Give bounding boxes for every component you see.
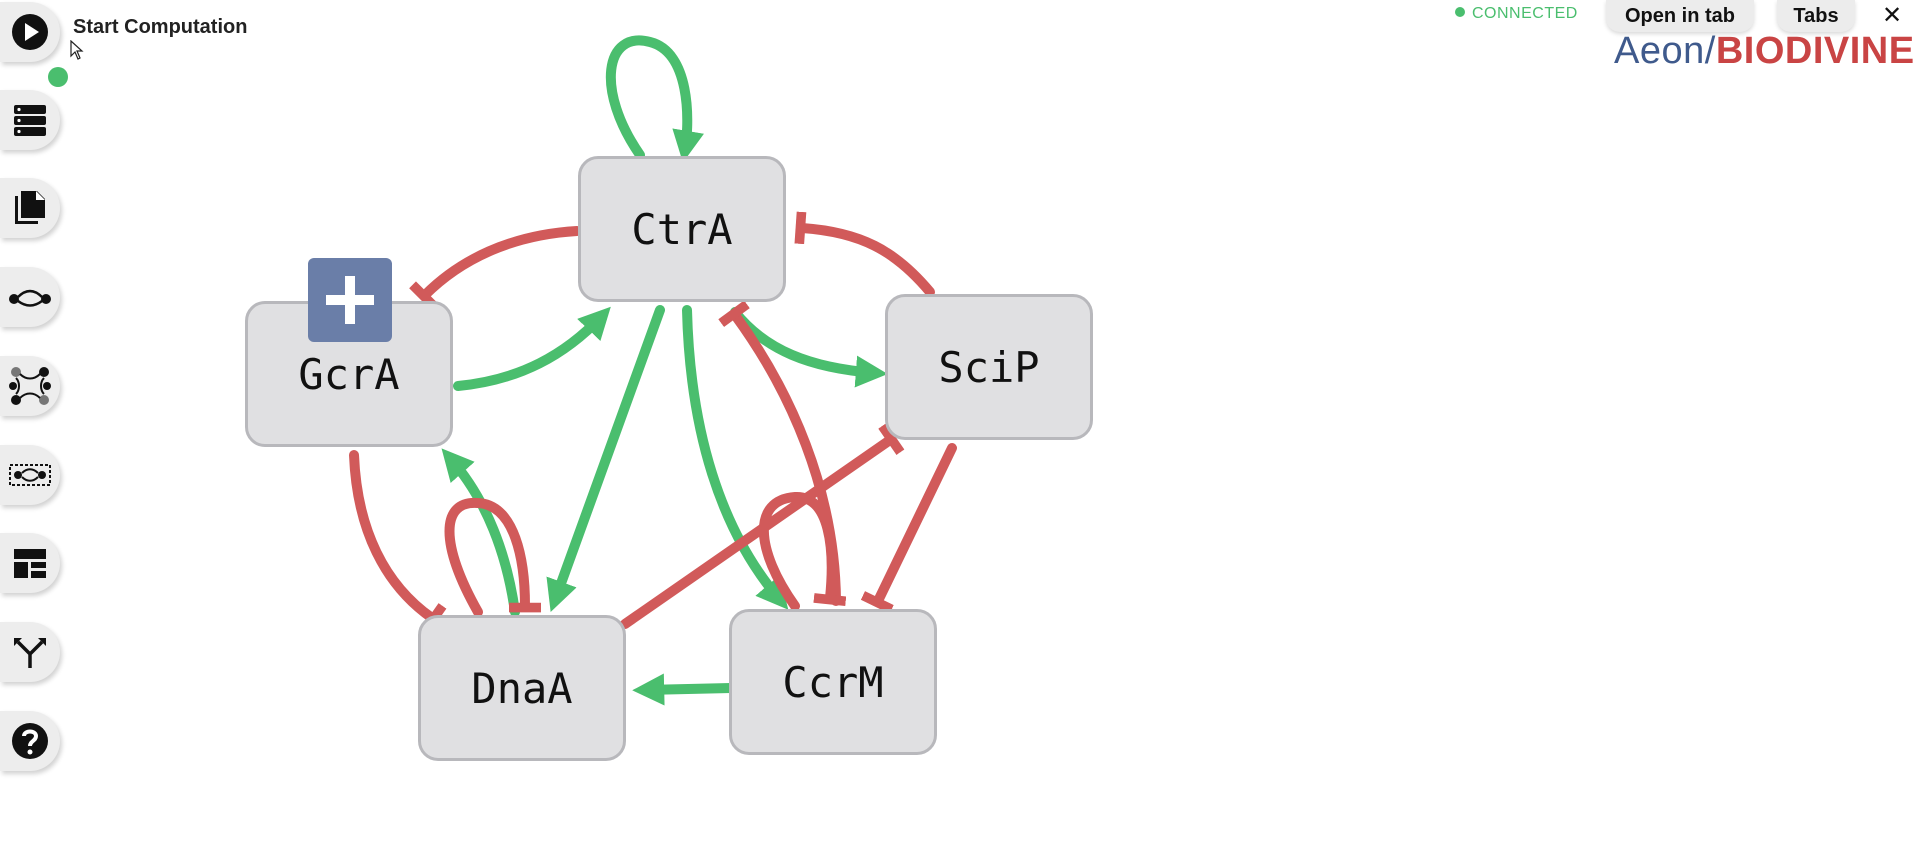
node-ctra[interactable]: CtrA [578, 156, 786, 302]
graph-layout-button[interactable] [0, 356, 60, 416]
mouse-cursor-icon [70, 40, 84, 60]
connection-status-label: CONNECTED [1472, 5, 1578, 22]
help-icon [12, 723, 48, 759]
play-icon [12, 14, 48, 50]
open-in-tab-button[interactable]: Open in tab [1606, 0, 1754, 32]
help-button[interactable] [0, 711, 60, 771]
server-icon [14, 105, 46, 136]
edge-ctra-ccrm[interactable] [682, 305, 789, 610]
aeon-biodivine-logo: Aeon/BIODIVINE [1614, 30, 1915, 72]
edge-scip-ccrm[interactable] [860, 443, 957, 614]
edge-gcra-dnaa[interactable] [349, 450, 447, 635]
connection-status: CONNECTED [1455, 5, 1578, 23]
edge-dnaa-dnaa[interactable] [444, 497, 542, 617]
node-ccrm[interactable]: CcrM [729, 609, 937, 755]
edge-gcra-ctra[interactable] [453, 306, 611, 391]
add-variable-button[interactable] [308, 258, 392, 342]
engine-status-indicator [48, 67, 68, 87]
plus-icon [326, 276, 374, 324]
node-dnaa[interactable]: DnaA [418, 615, 626, 761]
select-region-button[interactable] [0, 445, 60, 505]
connection-dot-icon [1455, 7, 1465, 17]
start-computation-label: Start Computation [73, 16, 248, 38]
edge-dnaa-gcra[interactable] [441, 448, 520, 617]
close-icon[interactable]: ✕ [1882, 2, 1903, 29]
selection-icon [9, 464, 51, 486]
fork-icon [14, 638, 46, 668]
edge-scip-ctra[interactable] [794, 211, 935, 297]
edit-regulation-button[interactable] [0, 267, 60, 327]
edge-ccrm-dnaa[interactable] [632, 673, 736, 706]
tabs-button[interactable]: Tabs [1777, 0, 1855, 32]
node-scip[interactable]: SciP [885, 294, 1093, 440]
bifurcation-button[interactable] [0, 622, 60, 682]
compute-engine-button[interactable] [0, 90, 60, 150]
edge-icon [9, 289, 51, 307]
edge-ctra-ctra[interactable] [605, 35, 704, 163]
dashboard-button[interactable] [0, 533, 60, 593]
start-computation-button[interactable] [0, 2, 60, 62]
edge-dnaa-scip[interactable] [620, 423, 905, 629]
edge-ctra-gcra[interactable] [409, 226, 582, 311]
edge-ctra-dnaa[interactable] [546, 305, 665, 613]
dashboard-icon [14, 549, 46, 578]
edge-ccrm-ccrm[interactable] [758, 492, 847, 611]
documents-icon [15, 191, 45, 224]
model-files-button[interactable] [0, 178, 60, 238]
graph-icon [9, 367, 51, 405]
